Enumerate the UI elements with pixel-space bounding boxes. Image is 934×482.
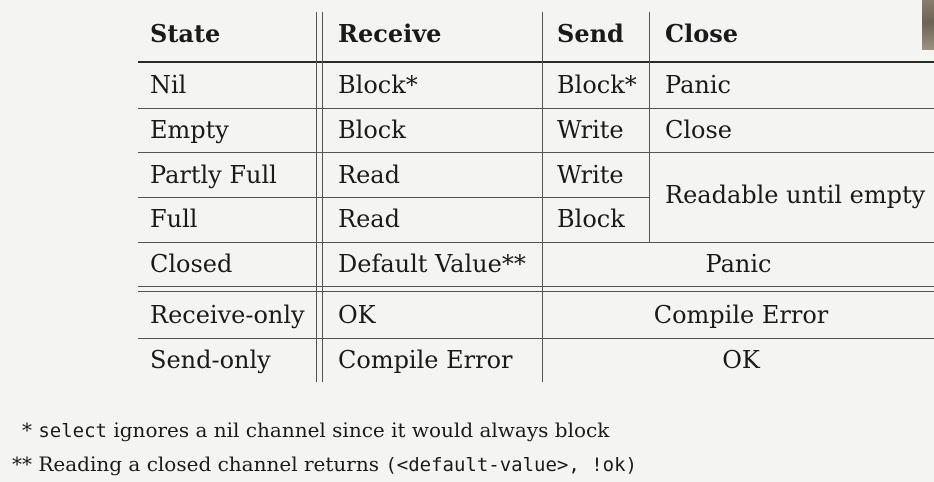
cell-send: Write xyxy=(557,116,624,144)
cell-receive: OK xyxy=(338,301,376,329)
footnote-text: ignores a nil channel since it would alw… xyxy=(107,418,610,442)
row-divider xyxy=(138,108,934,109)
cell-receive: Default Value** xyxy=(338,250,526,278)
footnote-marker: * xyxy=(22,418,39,442)
cell-send: Write xyxy=(557,161,624,189)
cell-receive: Block xyxy=(338,116,406,144)
row-divider xyxy=(138,242,934,243)
row-divider xyxy=(138,152,934,153)
footnote-code: (<default-value>, !ok) xyxy=(385,454,638,476)
section-divider-bottom xyxy=(138,291,934,292)
footnote-closed-channel: ** Reading a closed channel returns (<de… xyxy=(12,451,637,478)
cell-state: Closed xyxy=(150,250,233,278)
cell-receive: Read xyxy=(338,161,400,189)
cell-state: Empty xyxy=(150,116,229,144)
header-rule-right xyxy=(542,61,934,63)
cell-send-close-merged: Panic xyxy=(705,250,772,278)
header-close: Close xyxy=(665,19,739,48)
header-receive: Receive xyxy=(338,19,442,48)
cell-state: Full xyxy=(150,205,198,233)
header-send: Send xyxy=(557,19,624,48)
cell-close: Close xyxy=(665,116,733,144)
cell-send: Block* xyxy=(557,71,637,99)
cell-state: Partly Full xyxy=(150,161,277,189)
cell-receive: Read xyxy=(338,205,400,233)
column-double-rule-left xyxy=(316,12,317,382)
cell-state: Receive-only xyxy=(150,301,305,329)
corner-photo-thumbnail xyxy=(922,0,934,50)
footnote-code: select xyxy=(38,420,107,442)
footnote-marker: ** xyxy=(12,452,39,476)
row-divider xyxy=(138,338,934,339)
header-state: State xyxy=(150,19,221,48)
section-divider-top xyxy=(138,286,934,287)
header-rule xyxy=(138,61,542,63)
column-rule xyxy=(649,12,650,242)
cell-send: Block xyxy=(557,205,625,233)
cell-send-close-merged: Compile Error xyxy=(653,301,829,329)
cell-close: Panic xyxy=(665,71,731,99)
footnote-select: * select ignores a nil channel since it … xyxy=(22,417,609,444)
cell-state: Nil xyxy=(150,71,187,99)
cell-send-close-merged: OK xyxy=(722,346,760,374)
column-rule xyxy=(542,12,543,382)
cell-receive: Compile Error xyxy=(338,346,513,374)
cell-close-merged: Readable until empty xyxy=(665,181,926,209)
cell-receive: Block* xyxy=(338,71,418,99)
cell-state: Send-only xyxy=(150,346,271,374)
row-divider xyxy=(138,197,650,198)
footnote-text: Reading a closed channel returns xyxy=(38,452,386,476)
column-double-rule-right xyxy=(322,12,323,382)
